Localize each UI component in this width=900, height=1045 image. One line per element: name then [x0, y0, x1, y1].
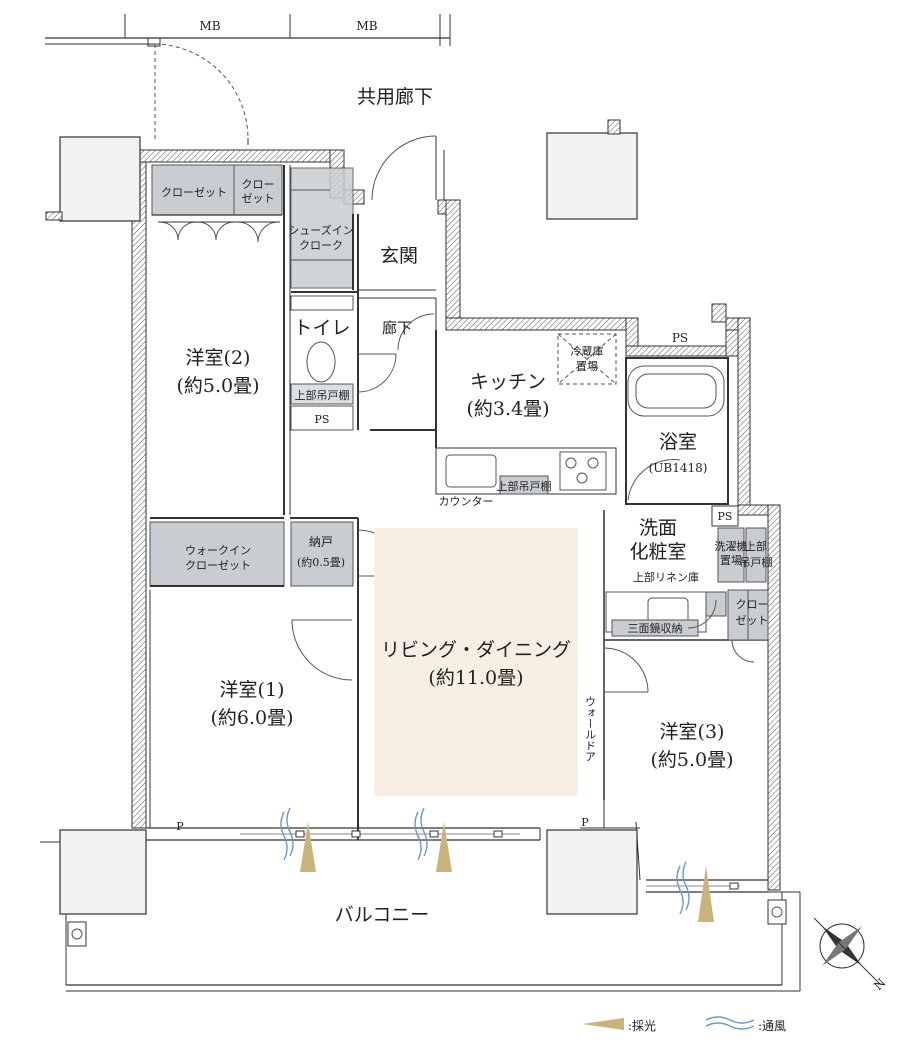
column-top-left — [59, 136, 141, 222]
wind-icon — [420, 807, 428, 857]
western2-name: 洋室(2) — [186, 347, 251, 369]
shoe-closet-label-1: シューズイン — [288, 223, 353, 237]
western3-name: 洋室(3) — [660, 721, 725, 743]
wash-label-2: 化粧室 — [629, 541, 686, 563]
common-corridor-label: 共用廊下 — [357, 86, 433, 108]
living-name: リビング・ダイニング — [381, 639, 571, 661]
fridge-label-2: 置場 — [576, 360, 598, 373]
kitchen-name: キッチン — [470, 371, 546, 393]
upper-shelf-label-1: 上部 — [745, 539, 767, 553]
wind-icon — [682, 861, 690, 911]
wind-icon — [286, 807, 294, 857]
washer-label-2: 置場 — [720, 554, 742, 567]
outer-walls — [131, 149, 781, 891]
western1-name: 洋室(1) — [220, 679, 285, 701]
kitchen-shelf-label: 上部吊戸棚 — [497, 479, 552, 493]
mb-area — [45, 14, 451, 145]
upper-shelf-label-2: 吊戸棚 — [740, 555, 773, 569]
kitchen-size: (約3.4畳) — [466, 398, 549, 420]
closet-a-label: クローゼット — [161, 186, 227, 199]
shoe-closet-label-2: クローク — [299, 239, 343, 252]
living-dining-area — [374, 528, 578, 796]
linen-label: 上部リネン庫 — [633, 570, 699, 584]
fridge-label-1: 冷蔵庫 — [571, 344, 604, 358]
ps-toilet-label: PS — [315, 413, 330, 426]
ps-bath-label: PS — [718, 510, 733, 523]
counter-label: カウンター — [439, 495, 494, 508]
washer-label-1: 洗濯機 — [715, 539, 748, 553]
closet-c-label-2: ゼット — [736, 614, 769, 627]
closet-b-label-2: ゼット — [242, 192, 275, 205]
mb-left-label: MB — [199, 19, 220, 33]
living-size: (約11.0畳) — [428, 667, 523, 689]
p-left-label: P — [176, 820, 184, 833]
bath-size: (UB1418) — [649, 461, 708, 475]
legend-wind-icon — [705, 1016, 755, 1030]
wall-door-label: ウォールドア — [584, 696, 597, 762]
balcony-label: バルコニー — [335, 904, 430, 926]
mirror-label: 三面鏡収納 — [628, 621, 683, 635]
p-right-label: P — [581, 816, 589, 829]
bath-name: 浴室 — [659, 431, 697, 453]
light-arrow-icon — [436, 822, 452, 872]
wash-label-1: 洗面 — [639, 517, 677, 539]
entrance-label: 玄関 — [380, 245, 418, 267]
western3-size: (約5.0畳) — [650, 749, 733, 771]
column-bottom-left — [59, 829, 147, 915]
window-line — [146, 800, 768, 893]
wind-indicators — [280, 807, 690, 915]
balcony-outline — [65, 891, 801, 992]
toilet-shelf-label: 上部吊戸棚 — [295, 388, 350, 402]
compass-icon — [813, 917, 881, 985]
light-indicators — [300, 822, 714, 922]
walkin-label-1: ウォークイン — [185, 544, 251, 557]
western2-size: (約5.0畳) — [176, 375, 259, 397]
light-arrow-icon — [300, 822, 316, 872]
legend-light-label: :採光 — [628, 1019, 656, 1033]
toilet-label: トイレ — [293, 317, 350, 339]
western1-size: (約6.0畳) — [210, 707, 293, 729]
ps-kitchen-label: PS — [672, 331, 688, 345]
hall-label: 廊下 — [382, 319, 412, 337]
column-bottom-right — [546, 829, 638, 915]
light-arrow-icon — [698, 866, 714, 922]
partitions — [149, 135, 769, 840]
legend-wind-label: :通風 — [758, 1019, 786, 1033]
closet-b-label-1: クロー — [242, 178, 275, 191]
storage-size: (約0.5畳) — [297, 555, 345, 569]
closet-c-label-1: クロー — [736, 598, 769, 611]
column-top-right — [546, 132, 638, 220]
storage-name: 納戸 — [309, 535, 333, 549]
walkin-label-2: クローゼット — [185, 559, 251, 572]
mb-right-label: MB — [356, 19, 377, 33]
legend-light-icon — [582, 1018, 624, 1030]
